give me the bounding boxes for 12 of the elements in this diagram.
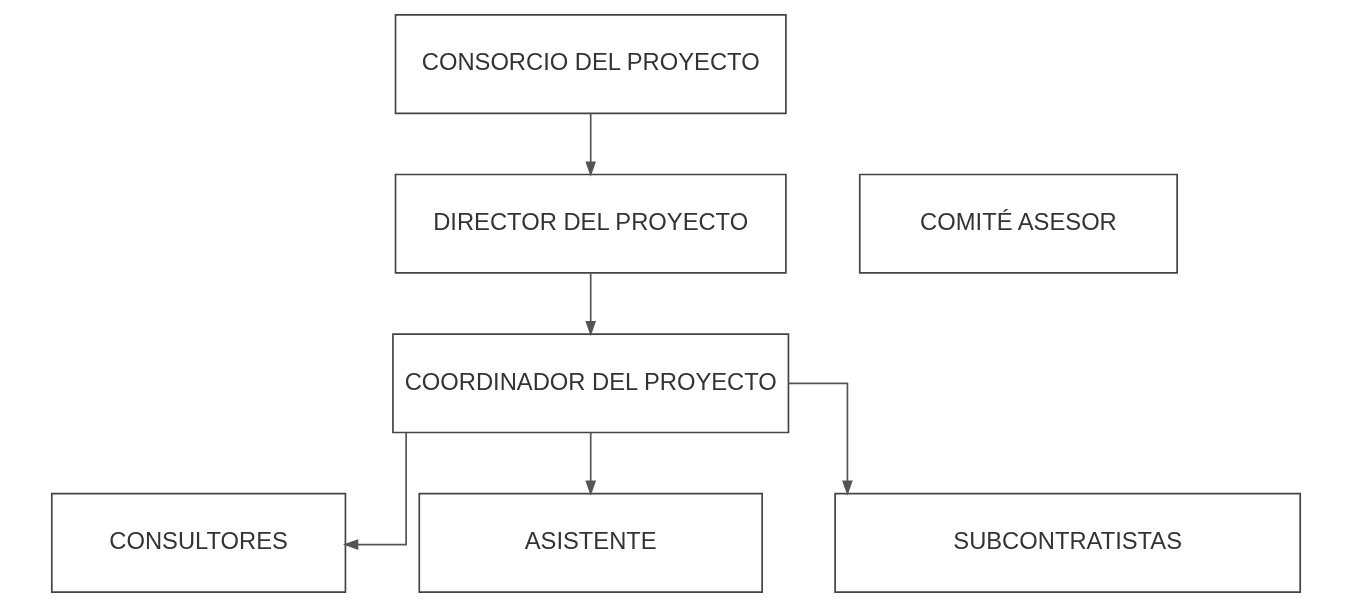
node-box: ASISTENTE [418,492,763,593]
arrow [342,431,407,550]
node-box: CONSULTORES [50,492,347,593]
arrow [585,272,597,337]
node-box: DIRECTOR DEL PROYECTO [394,173,787,274]
node-box: CONSORCIO DEL PROYECTO [394,14,787,115]
arrow [787,382,853,496]
node-box: SUBCONTRATISTAS [834,492,1302,593]
node-box: COORDINADOR DEL PROYECTO [392,333,790,434]
node-box: COMITÉ ASESOR [858,173,1178,274]
arrow [585,112,597,177]
arrow [585,432,597,496]
